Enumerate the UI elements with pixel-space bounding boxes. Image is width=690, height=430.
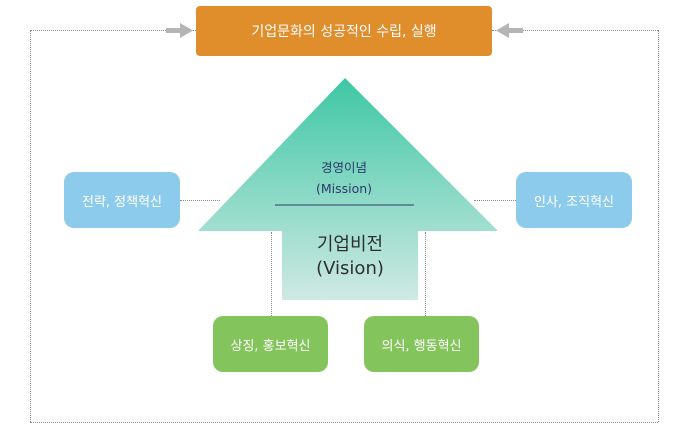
frame-top-right-line	[492, 30, 658, 31]
strategy-policy-box: 전략, 정책혁신	[64, 172, 180, 228]
vision-english-label: (Vision)	[316, 258, 384, 279]
frame-left-line	[30, 30, 31, 422]
hr-organization-box: 인사, 조직혁신	[516, 172, 632, 228]
top-goal-box: 기업문화의 성공적인 수립, 실행	[196, 6, 492, 56]
frame-top-left-line	[30, 30, 196, 31]
strategy-policy-label: 전략, 정책혁신	[81, 194, 163, 210]
symbol-pr-label: 상징, 홍보혁신	[230, 338, 311, 354]
connector-left	[180, 200, 220, 201]
mindset-behavior-label: 의식, 행동혁신	[381, 338, 462, 354]
top-goal-label: 기업문화의 성공적인 수립, 실행	[251, 24, 437, 40]
connector-bottom-left	[271, 232, 272, 316]
mission-label: 경영이념	[320, 160, 367, 175]
frame-bottom-line	[30, 422, 658, 423]
mindset-behavior-box: 의식, 행동혁신	[364, 316, 479, 372]
mission-english-label: (Mission)	[315, 181, 373, 196]
vision-arrow-shape	[198, 78, 498, 300]
vision-label: 기업비전	[316, 234, 384, 255]
hr-organization-label: 인사, 조직혁신	[533, 194, 615, 210]
connector-bottom-right	[425, 232, 426, 316]
right-pointer-arrow-icon	[496, 23, 523, 38]
frame-right-line	[658, 30, 659, 422]
symbol-pr-box: 상징, 홍보혁신	[213, 316, 328, 372]
connector-right	[474, 200, 516, 201]
left-pointer-arrow-icon	[166, 23, 193, 38]
